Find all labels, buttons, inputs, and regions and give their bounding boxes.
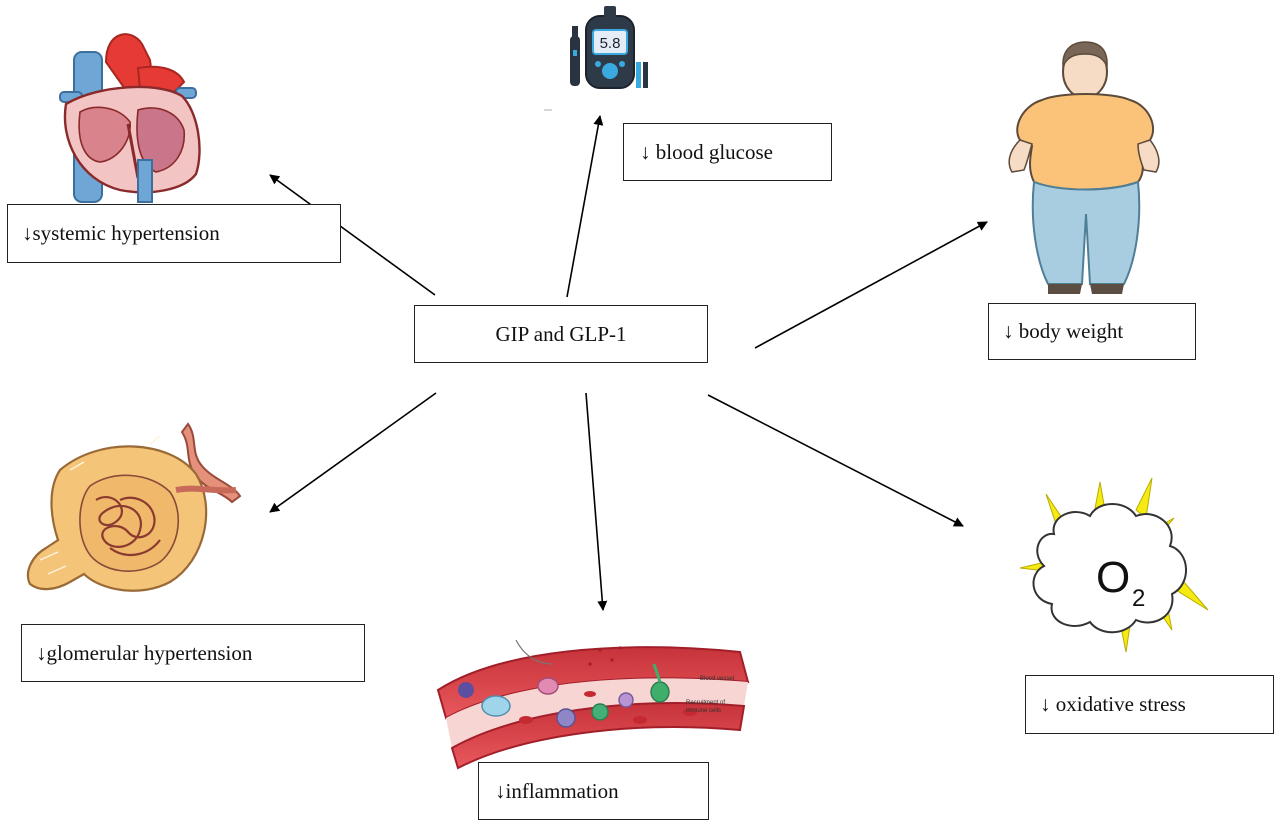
heart-illustration <box>59 33 201 203</box>
vessel-label-recruitment: Recruitment of <box>686 700 725 706</box>
effect-box-blood-glucose: ↓ blood glucose <box>623 123 832 181</box>
effect-box-glomerular-hypertension: ↓glomerular hypertension <box>21 624 365 682</box>
glucose-display-value: 5.8 <box>600 35 621 52</box>
vessel-label-immune-cells: immune cells <box>686 708 721 714</box>
glomerular-hypertension-label: ↓glomerular hypertension <box>36 640 253 665</box>
center-node-gip-glp1: GIP and GLP-1 <box>414 305 708 363</box>
arrow-to-oxidative-stress <box>707 394 964 527</box>
oxygen-cloud-illustration: O 2 <box>1019 477 1209 653</box>
oxygen-symbol: O <box>1096 553 1130 602</box>
arrow-to-body-weight <box>754 221 988 349</box>
body-weight-label: ↓ body weight <box>1003 319 1124 343</box>
effect-box-systemic-hypertension: ↓systemic hypertension <box>7 204 341 263</box>
blood-glucose-label: ↓ blood glucose <box>640 139 773 164</box>
effect-box-body-weight: ↓ body weight <box>988 303 1196 360</box>
oxidative-stress-label: ↓ oxidative stress <box>1040 692 1186 716</box>
inflammation-label: ↓inflammation <box>495 778 619 803</box>
effect-box-inflammation: ↓inflammation <box>478 762 709 820</box>
arrow-to-systemic-hypertension <box>269 174 436 296</box>
blood-vessel-illustration: Blood vessel Recruitment of immune cells <box>436 639 750 770</box>
glucose-meter-illustration: 5.8 <box>544 6 648 111</box>
obese-person-illustration <box>1008 41 1160 294</box>
effect-box-oxidative-stress: ↓ oxidative stress <box>1025 675 1274 734</box>
arrow-to-inflammation <box>585 392 608 611</box>
vessel-label-blood-vessel: Blood vessel <box>700 676 734 682</box>
oxygen-subscript: 2 <box>1132 585 1145 612</box>
systemic-hypertension-label: ↓systemic hypertension <box>22 221 220 245</box>
arrow-to-blood-glucose <box>566 115 604 298</box>
kidney-nephron-illustration <box>26 422 242 592</box>
center-node-label: GIP and GLP-1 <box>495 321 627 346</box>
arrow-to-glomerular-hypertension <box>269 392 437 513</box>
